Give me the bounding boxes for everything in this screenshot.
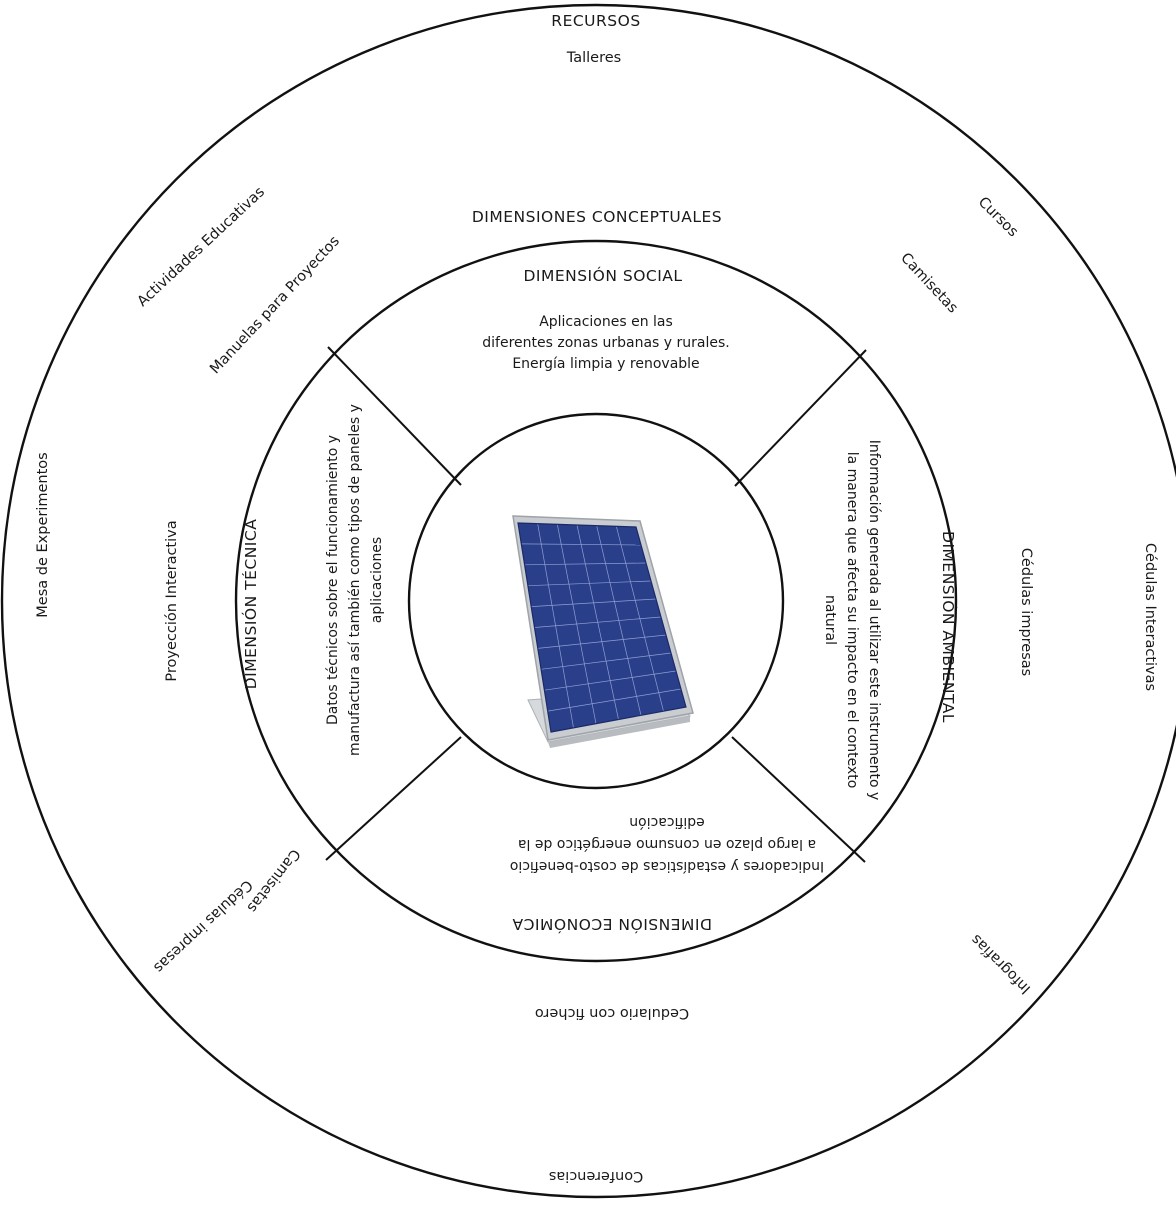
- economica-title: DIMENSIÓN ECONÓMICA: [512, 915, 712, 934]
- middle-ring: [234, 239, 958, 963]
- social-title: DIMENSIÓN SOCIAL: [523, 266, 682, 285]
- social-line-1: Aplicaciones en las: [539, 314, 673, 330]
- ambiental-title: DIMENSIÓN AMBIENTAL: [939, 531, 958, 723]
- social-line-2: diferentes zonas urbanas y rurales.: [482, 335, 729, 351]
- divider-bottom-right: [731, 736, 866, 863]
- ambiental-line-3: natural: [822, 595, 838, 645]
- quadrant-ambiental: DIMENSIÓN AMBIENTAL Información generada…: [822, 440, 958, 801]
- resource-infografias: Infografías: [968, 931, 1034, 997]
- outer-ring: [0, 3, 1176, 1199]
- recursos-title: RECURSOS: [551, 12, 640, 30]
- tecnica-line-1: Datos técnicos sobre el funcionamiento y: [325, 435, 341, 725]
- tecnica-line-3: aplicaciones: [369, 537, 385, 623]
- resource-manuelas-proyectos: Manuelas para Proyectos: [207, 233, 343, 377]
- solar-panel-icon: [512, 515, 694, 748]
- divider-top-right: [734, 349, 867, 487]
- ambiental-line-1: Información generada al utilizar este in…: [866, 440, 882, 801]
- quadrant-tecnica: DIMENSIÓN TÉCNICA Datos técnicos sobre e…: [241, 404, 385, 756]
- resource-camisetas-bottom: Camisetas: [244, 846, 303, 916]
- dimensiones-title: DIMENSIONES CONCEPTUALES: [472, 208, 722, 226]
- resource-conferencias: Conferencias: [549, 1168, 643, 1184]
- resource-proyeccion-interactiva: Proyección Interactiva: [164, 520, 180, 681]
- resource-cedulas-impresas-right: Cédulas impresas: [1018, 548, 1034, 676]
- economica-line-1: Indicadores y estadísticas de costo-bene…: [510, 858, 824, 874]
- economica-line-2: a largo plazo en consumo energético de l…: [518, 836, 816, 852]
- resource-camisetas-top: Camisetas: [897, 250, 960, 316]
- inner-ring: [407, 412, 785, 790]
- economica-line-3: edificación: [629, 814, 705, 830]
- quadrant-social: DIMENSIÓN SOCIAL Aplicaciones en las dif…: [482, 266, 729, 372]
- resource-mesa-experimentos: Mesa de Experimentos: [35, 452, 51, 617]
- resource-cedulas-impresas: Cédulas impresas: [150, 876, 255, 975]
- social-line-3: Energía limpia y renovable: [512, 356, 699, 372]
- tecnica-line-2: manufactura así también como tipos de pa…: [347, 404, 363, 756]
- resource-celulas-interactivas: Cédulas Interactivas: [1142, 543, 1158, 691]
- divider-bottom-left: [325, 736, 462, 861]
- resource-cursos: Cursos: [975, 194, 1021, 240]
- ambiental-line-2: la manera que afecta su impacto en el co…: [844, 452, 860, 789]
- tecnica-title: DIMENSIÓN TÉCNICA: [241, 519, 260, 690]
- divider-top-left: [327, 346, 462, 486]
- resource-cedulario-fichero: Cedulario con fichero: [535, 1005, 689, 1021]
- resource-talleres: Talleres: [566, 50, 621, 66]
- quadrant-economica: DIMENSIÓN ECONÓMICA Indicadores y estadí…: [510, 814, 824, 934]
